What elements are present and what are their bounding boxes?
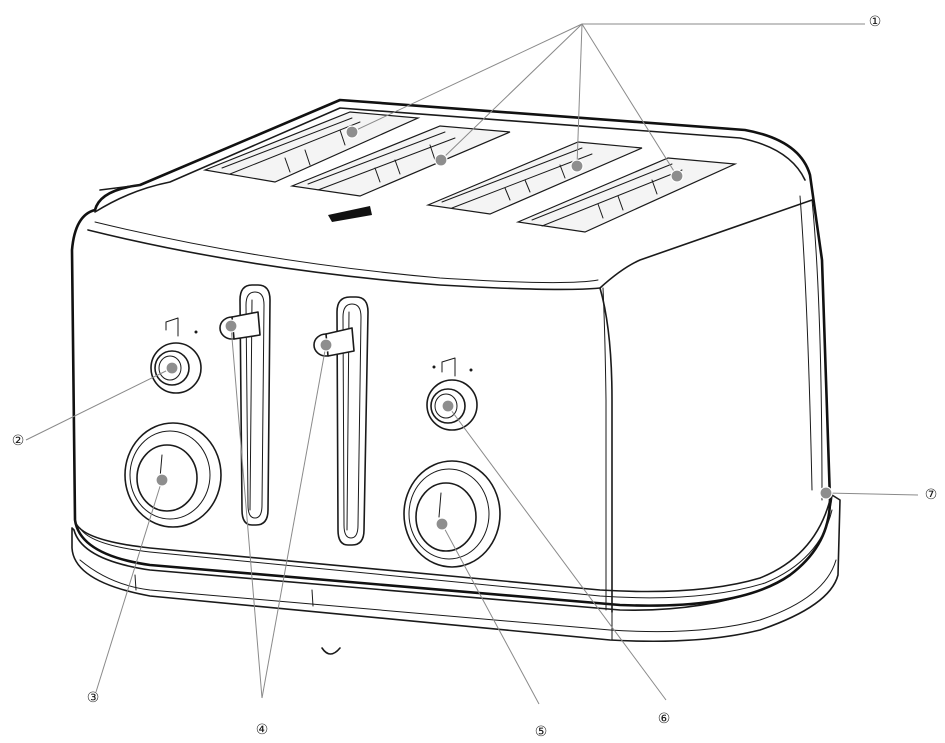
callout-label: ① — [869, 14, 882, 30]
callout-4: ④ — [256, 722, 269, 738]
leader-lines — [25, 23, 919, 705]
callout-label: ⑤ — [535, 724, 548, 740]
callout-7: ⑦ — [925, 487, 938, 503]
bread-slot-1 — [202, 111, 421, 183]
callout-1: ① — [869, 14, 882, 30]
callout-label: ③ — [87, 690, 100, 706]
callout-label: ② — [12, 433, 25, 449]
control-dial-left — [124, 422, 222, 528]
marker-dots — [155, 125, 833, 531]
callout-6: ⑥ — [658, 711, 671, 727]
brand-badge — [328, 206, 372, 222]
bread-slot-2 — [289, 125, 511, 197]
toaster-base — [71, 494, 841, 655]
callout-5: ⑤ — [535, 724, 548, 740]
callout-label: ④ — [256, 722, 269, 738]
bread-slot-3 — [425, 141, 643, 215]
callout-2: ② — [12, 433, 25, 449]
toaster-body — [70, 98, 833, 613]
callout-label: ⑦ — [925, 487, 938, 503]
control-dial-right — [403, 460, 501, 568]
callout-3: ③ — [87, 690, 100, 706]
callout-label: ⑥ — [658, 711, 671, 727]
